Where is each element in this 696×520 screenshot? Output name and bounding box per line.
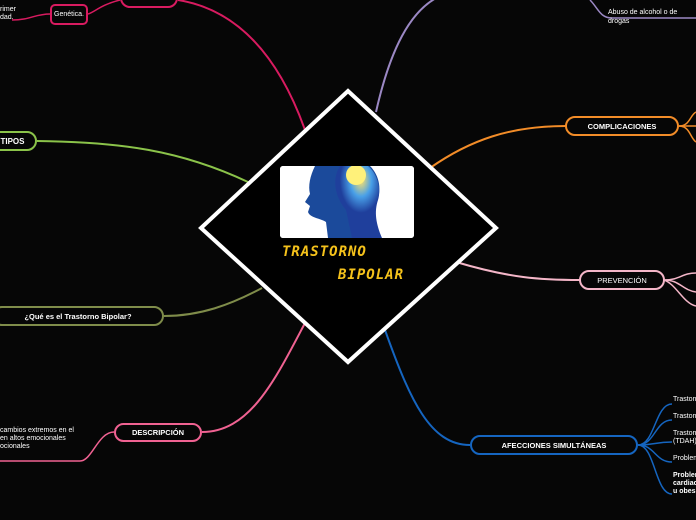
descripcion-text-1: cambios extremos en el [0, 427, 74, 434]
afecciones-leaf-5: Problem [673, 472, 696, 479]
center-image [280, 166, 414, 238]
descripcion-text-2: en altos emocionales [0, 435, 66, 442]
afecciones-leaf-3: Trastorn [673, 430, 696, 437]
que-es-node[interactable]: ¿Qué es el Trastorno Bipolar? [0, 306, 164, 326]
afecciones-leaf-1: Trastorn [673, 396, 696, 403]
descripcion-text-3: ocionales [0, 443, 30, 450]
afecciones-leaf-2: Trastorn [673, 413, 696, 420]
tipos-node[interactable]: TIPOS [0, 131, 37, 151]
complicaciones-node[interactable]: COMPLICACIONES [565, 116, 679, 136]
center-title-line2: BIPOLAR [338, 267, 405, 283]
genetica-node[interactable]: Genética. [50, 4, 88, 25]
afecciones-node[interactable]: AFECCIONES SIMULTÁNEAS [470, 435, 638, 455]
causas-leaf-2: dad. [0, 14, 14, 21]
afecciones-leaf-3b: (TDAH) [673, 438, 696, 445]
afecciones-leaf-5c: u obes [673, 488, 696, 495]
causas-node[interactable]: CAUSAS [120, 0, 178, 8]
abuso-alcohol-leaf: Abuso de alcohol o de drogas [608, 9, 678, 25]
center-title-line1: TRASTORNO [282, 244, 367, 260]
descripcion-node[interactable]: DESCRIPCIÓN [114, 423, 202, 442]
causas-leaf-1: rimer [0, 6, 16, 13]
afecciones-leaf-4: Problem [673, 455, 696, 462]
prevencion-node[interactable]: PREVENCIÓN [579, 270, 665, 290]
afecciones-leaf-5b: cardiac [673, 480, 696, 487]
